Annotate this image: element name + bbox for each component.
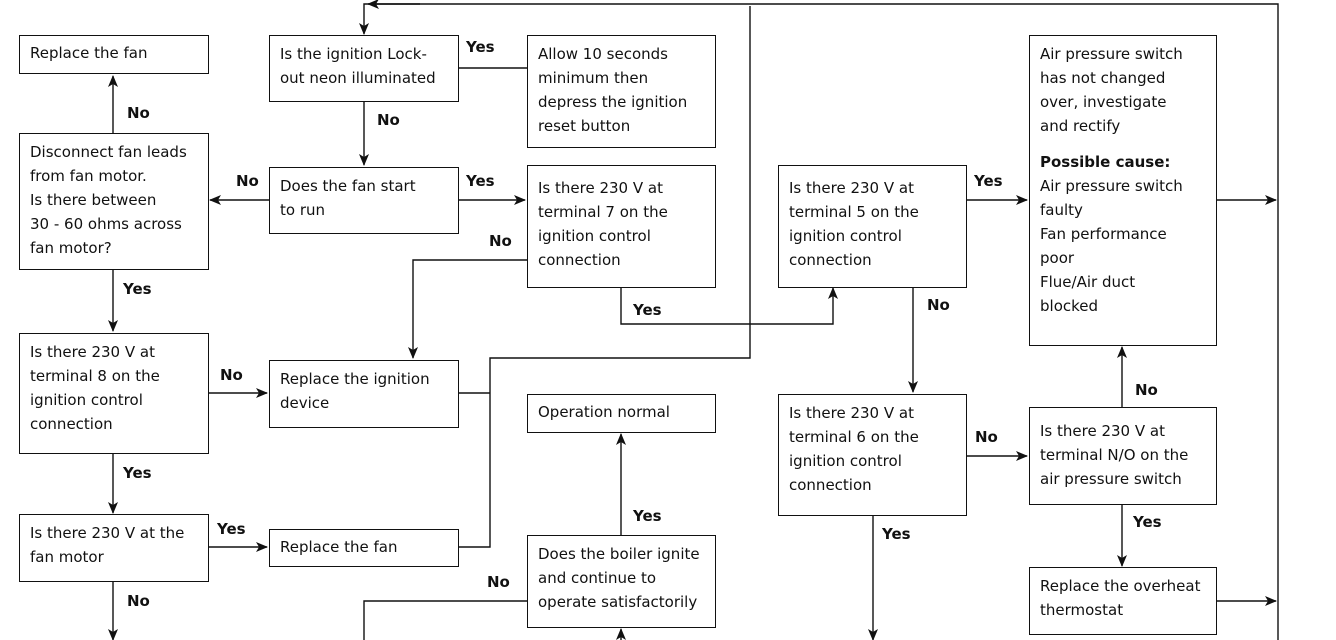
label-yes-termno: Yes — [1133, 513, 1162, 531]
air-switch-box: Air pressure switch has not changed over… — [1029, 35, 1217, 346]
cause-line: Air pressure switch — [1040, 177, 1183, 195]
box-line: Is there between — [30, 191, 157, 209]
box-line: Replace the fan — [30, 44, 148, 62]
box-line: Does the boiler ignite — [538, 545, 700, 563]
box-line: terminal 8 on the — [30, 367, 160, 385]
connector-boiler-no — [363, 600, 527, 640]
label-yes-fanstart: Yes — [466, 172, 495, 190]
box-line: Replace the fan — [280, 538, 398, 556]
box-line: Disconnect fan leads — [30, 143, 187, 161]
box-line: thermostat — [1040, 601, 1124, 619]
connector-term7-no — [408, 259, 527, 359]
connector-return-up — [458, 6, 751, 548]
box-line: Is there 230 V at — [789, 404, 914, 422]
label-yes-lockout: Yes — [466, 38, 495, 56]
boiler-ignite-box: Does the boiler ignite and continue to o… — [527, 535, 716, 628]
term-no-box: Is there 230 V at terminal N/O on the ai… — [1029, 407, 1217, 505]
label-yes-term6: Yes — [882, 525, 911, 543]
box-line: Is there 230 V at — [538, 179, 663, 197]
box-line: operate satisfactorily — [538, 593, 698, 611]
lockout-neon-box: Is the ignition Lock- out neon illuminat… — [269, 35, 459, 102]
box-line: device — [280, 394, 330, 412]
box-line: Operation normal — [538, 403, 670, 421]
box-line: terminal 5 on the — [789, 203, 919, 221]
term7-box: Is there 230 V at terminal 7 on the igni… — [527, 165, 716, 288]
box-line: Is there 230 V at — [30, 343, 155, 361]
box-line: Air pressure switch — [1040, 45, 1183, 63]
box-line: over, investigate — [1040, 93, 1167, 111]
allow-10s-box: Allow 10 seconds minimum then depress th… — [527, 35, 716, 148]
box-line: Allow 10 seconds — [538, 45, 668, 63]
box-line: ignition control — [30, 391, 143, 409]
box-line: reset button — [538, 117, 631, 135]
replace-overheat-box: Replace the overheat thermostat — [1029, 567, 1217, 635]
box-line: ignition control — [538, 227, 651, 245]
box-line: terminal 7 on the — [538, 203, 668, 221]
connector-top-return — [359, 3, 1279, 640]
box-line: air pressure switch — [1040, 470, 1182, 488]
box-line: fan motor? — [30, 239, 112, 257]
term5-box: Is there 230 V at terminal 5 on the igni… — [778, 165, 967, 288]
label-yes-term8: Yes — [123, 464, 152, 482]
box-line: minimum then — [538, 69, 649, 87]
label-no-term5: No — [927, 296, 950, 314]
box-line: and rectify — [1040, 117, 1121, 135]
box-line: Is the ignition Lock- — [280, 45, 427, 63]
label-no-lockout: No — [377, 111, 400, 129]
label-yes-boiler: Yes — [633, 507, 662, 525]
box-line: terminal 6 on the — [789, 428, 919, 446]
cause-line: poor — [1040, 249, 1075, 267]
box-line: Does the fan start — [280, 177, 416, 195]
replace-fan-top-box: Replace the fan — [19, 35, 209, 74]
box-line: Is there 230 V at the — [30, 524, 185, 542]
label-yes-term5: Yes — [974, 172, 1003, 190]
term8-box: Is there 230 V at terminal 8 on the igni… — [19, 333, 209, 454]
box-line: ignition control — [789, 452, 902, 470]
label-no-boiler: No — [487, 573, 510, 591]
box-line: Is there 230 V at — [789, 179, 914, 197]
fan-start-box: Does the fan start to run — [269, 167, 459, 234]
cause-line: faulty — [1040, 201, 1083, 219]
box-line: to run — [280, 201, 326, 219]
box-line: fan motor — [30, 548, 104, 566]
box-line: Replace the overheat — [1040, 577, 1201, 595]
replace-fan-bottom-box: Replace the fan — [269, 529, 459, 567]
label-no-term7: No — [489, 232, 512, 250]
operation-normal-box: Operation normal — [527, 394, 716, 433]
box-line: ignition control — [789, 227, 902, 245]
box-line: Replace the ignition — [280, 370, 430, 388]
box-line: out neon illuminated — [280, 69, 436, 87]
label-no-disconnect: No — [127, 104, 150, 122]
label-no-fanmotor: No — [127, 592, 150, 610]
box-line: and continue to — [538, 569, 657, 587]
box-line: has not changed — [1040, 69, 1166, 87]
replace-ignition-box: Replace the ignition device — [269, 360, 459, 428]
cause-line: Fan performance — [1040, 225, 1167, 243]
cause-line: blocked — [1040, 297, 1099, 315]
label-no-fanstart: No — [236, 172, 259, 190]
cause-line: Flue/Air duct — [1040, 273, 1136, 291]
box-line: terminal N/O on the — [1040, 446, 1189, 464]
label-yes-term7: Yes — [633, 301, 662, 319]
term6-box: Is there 230 V at terminal 6 on the igni… — [778, 394, 967, 516]
box-line: from fan motor. — [30, 167, 147, 185]
label-yes-fanmotor: Yes — [217, 520, 246, 538]
box-line: connection — [789, 476, 872, 494]
box-line: connection — [538, 251, 621, 269]
spacer — [1040, 138, 1206, 150]
label-no-termno: No — [1135, 381, 1158, 399]
label-no-term8: No — [220, 366, 243, 384]
box-line: depress the ignition — [538, 93, 688, 111]
box-line: 30 - 60 ohms across — [30, 215, 182, 233]
box-line: Is there 230 V at — [1040, 422, 1165, 440]
box-line: connection — [30, 415, 113, 433]
possible-cause-heading: Possible cause: — [1040, 153, 1171, 171]
connector-term7-yes — [620, 287, 838, 325]
box-line: connection — [789, 251, 872, 269]
label-yes-disconnect: Yes — [123, 280, 152, 298]
disconnect-fan-box: Disconnect fan leads from fan motor. Is … — [19, 133, 209, 270]
label-no-term6: No — [975, 428, 998, 446]
fan-motor-box: Is there 230 V at the fan motor — [19, 514, 209, 582]
